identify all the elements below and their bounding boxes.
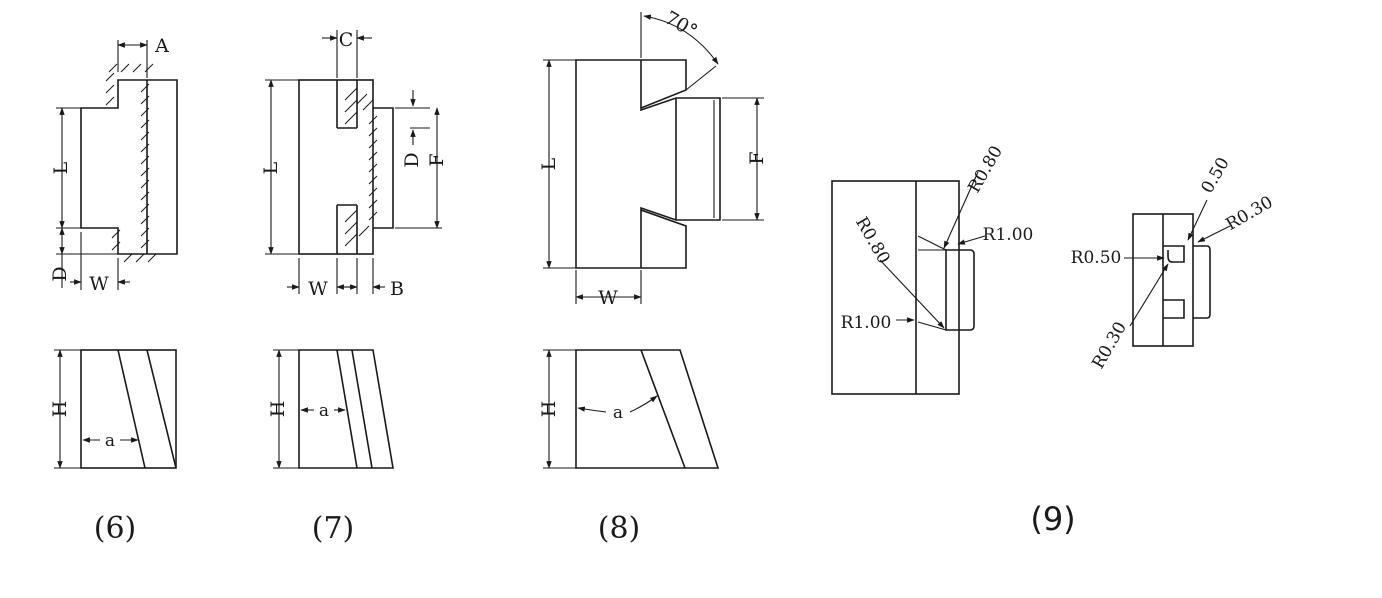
r100-right-label: R1.00 — [983, 225, 1034, 245]
figure-6: L D W A H a — [49, 35, 178, 546]
figure-9-caption: (9) — [1030, 500, 1075, 538]
hatched-wall — [105, 63, 157, 263]
dim-label-H: H — [267, 401, 289, 418]
figure-8-side-view: H a — [538, 349, 720, 469]
figure-6-plan-view: L D W A — [49, 35, 178, 295]
dim-label-F: F — [746, 151, 768, 164]
figure-8-plan-view: L F W 70° — [538, 7, 768, 309]
dim-label-H: H — [538, 401, 560, 418]
dim-label-L: L — [50, 161, 72, 174]
r050-label: R0.50 — [1071, 248, 1122, 268]
dim-label-W: W — [89, 273, 109, 295]
dim-label-C: C — [339, 29, 354, 51]
r030-diag-label: R0.30 — [1088, 319, 1131, 373]
figure-9-right-detail: 0.50 R0.30 R0.50 R0.30 — [1071, 154, 1277, 372]
figure-7-plan-view: L C D F W — [260, 29, 448, 300]
angle-label-a: a — [319, 401, 329, 421]
figure-7-side-view: H a — [267, 349, 394, 469]
dim-050-label: 0.50 — [1198, 154, 1234, 197]
dim-label-B: B — [390, 278, 404, 300]
dim-label-H: H — [49, 401, 71, 418]
dim-label-D: D — [49, 266, 71, 281]
dim-label-W: W — [598, 287, 618, 309]
r080-top-label: R0.80 — [964, 143, 1007, 197]
dim-label-L: L — [538, 157, 560, 170]
figure-8-caption: (8) — [598, 511, 641, 546]
r100-left-label: R1.00 — [841, 313, 892, 333]
angle-label-70: 70° — [661, 7, 701, 43]
dim-label-L: L — [260, 161, 282, 174]
angle-label-a: a — [105, 431, 115, 451]
figure-9: R0.80 R1.00 R0.80 R1.00 0.50 R0.30 R0.50… — [831, 143, 1277, 538]
r030-top-label: R0.30 — [1223, 192, 1277, 235]
dim-label-D: D — [401, 152, 423, 167]
figure-6-caption: (6) — [94, 511, 137, 546]
figure-7-caption: (7) — [312, 511, 355, 546]
figure-6-side-view: H a — [49, 349, 177, 469]
hatched-wall — [344, 87, 378, 247]
dim-label-W: W — [308, 278, 328, 300]
r080-diag-label: R0.80 — [851, 214, 894, 268]
angle-label-a: a — [613, 403, 623, 423]
figure-9-left-detail: R0.80 R1.00 R0.80 R1.00 — [831, 143, 1034, 395]
dim-label-A: A — [154, 35, 169, 57]
figure-8: L F W 70° H a (8) — [538, 7, 768, 546]
dim-label-F: F — [426, 153, 448, 166]
figure-7: L C D F W — [260, 29, 448, 546]
